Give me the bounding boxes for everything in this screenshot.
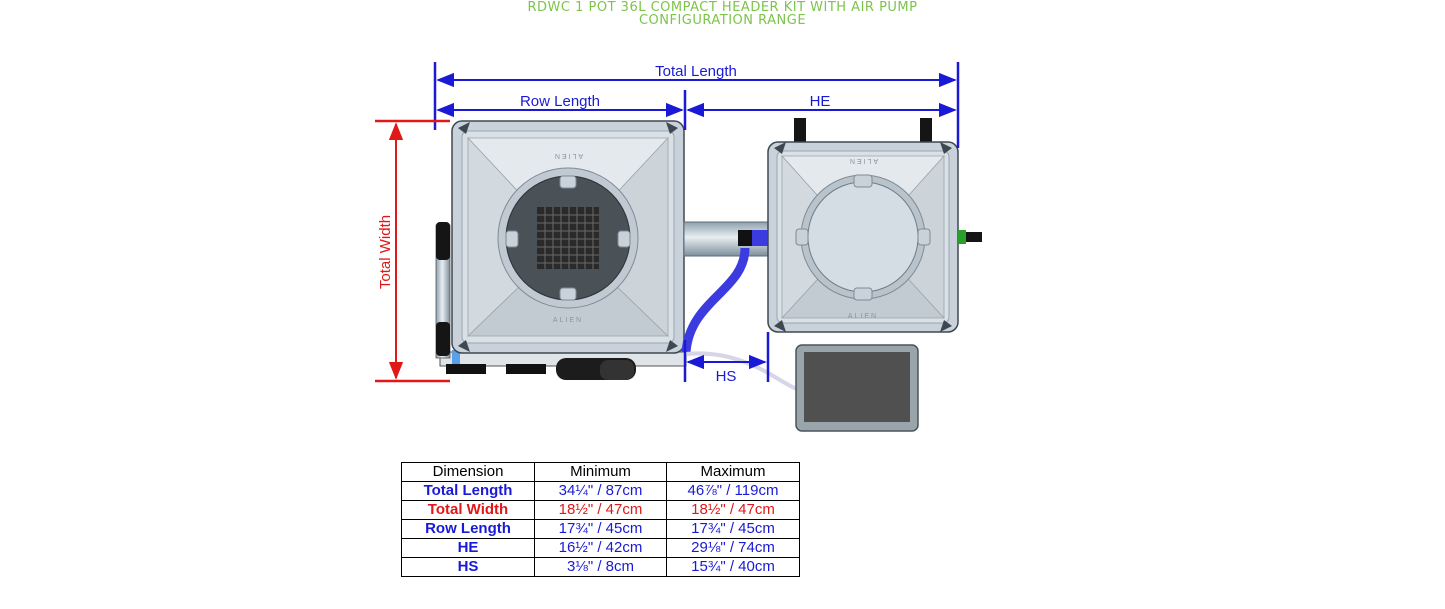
- pot-brand-bottom: ALIEN: [553, 317, 583, 324]
- row-min: 17¾" / 45cm: [534, 519, 667, 539]
- dimension-total-width: Total Width: [375, 119, 450, 383]
- pot-base-plumbing: [435, 222, 687, 380]
- header-maximum: Maximum: [666, 462, 800, 482]
- row-name: HE: [401, 538, 535, 558]
- system-diagram: ALIEN ALIEN ALIEN ALIEN: [375, 62, 982, 432]
- row-max: 29⅛" / 74cm: [666, 538, 800, 558]
- label-total-length: Total Length: [655, 63, 737, 80]
- row-name: Row Length: [401, 519, 535, 539]
- row-max: 18½" / 47cm: [666, 500, 800, 520]
- table-row: HS 3⅛" / 8cm 15¾" / 40cm: [401, 557, 800, 577]
- header-tank: ALIEN ALIEN: [767, 118, 982, 333]
- header-dimension: Dimension: [401, 462, 535, 482]
- page-title: RDWC 1 POT 36L COMPACT HEADER KIT WITH A…: [527, 0, 918, 15]
- header-brand-bottom: ALIEN: [848, 313, 878, 320]
- air-pump: [795, 344, 919, 432]
- dimension-row-length: Row Length: [436, 90, 687, 130]
- page-subtitle: CONFIGURATION RANGE: [638, 13, 807, 28]
- pot-brand-top: ALIEN: [553, 152, 583, 159]
- row-name: Total Width: [401, 500, 535, 520]
- table-row: HE 16½" / 42cm 29⅛" / 74cm: [401, 538, 800, 558]
- dimensions-table: Dimension Minimum Maximum Total Length 3…: [401, 462, 800, 577]
- row-max: 17¾" / 45cm: [666, 519, 800, 539]
- row-min: 3⅛" / 8cm: [534, 557, 667, 577]
- row-name: HS: [401, 557, 535, 577]
- grow-pot-left: ALIEN ALIEN: [451, 120, 685, 354]
- row-min: 16½" / 42cm: [534, 538, 667, 558]
- header-minimum: Minimum: [534, 462, 667, 482]
- row-min: 18½" / 47cm: [534, 500, 667, 520]
- dimension-total-length: Total Length: [433, 62, 960, 148]
- table-row: Total Length 34¼" / 87cm 46⅞" / 119cm: [401, 481, 800, 501]
- table-header-row: Dimension Minimum Maximum: [401, 462, 800, 482]
- table-row: Total Width 18½" / 47cm 18½" / 47cm: [401, 500, 800, 520]
- dimension-he: HE: [686, 93, 957, 118]
- dimension-hs: HS: [683, 332, 770, 385]
- header-brand-top: ALIEN: [848, 157, 878, 164]
- row-max: 15¾" / 40cm: [666, 557, 800, 577]
- label-total-width: Total Width: [377, 215, 394, 289]
- connecting-pipe: [681, 221, 819, 396]
- label-hs: HS: [716, 368, 737, 385]
- label-row-length: Row Length: [520, 93, 600, 110]
- label-he: HE: [810, 93, 831, 110]
- row-min: 34¼" / 87cm: [534, 481, 667, 501]
- table-row: Row Length 17¾" / 45cm 17¾" / 45cm: [401, 519, 800, 539]
- row-max: 46⅞" / 119cm: [666, 481, 800, 501]
- row-name: Total Length: [401, 481, 535, 501]
